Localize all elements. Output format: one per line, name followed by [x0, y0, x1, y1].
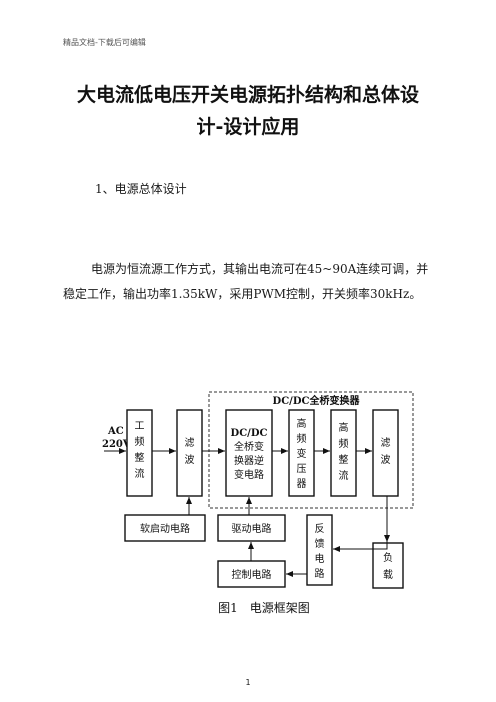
figure-caption: 图1 电源框架图 — [218, 601, 310, 615]
group-label: DC/DC全桥变换器 — [273, 394, 361, 407]
svg-text:滤: 滤 — [381, 436, 391, 449]
svg-text:波: 波 — [185, 453, 195, 466]
body-paragraph-text: 电源为恒流源工作方式，其输出电流可在45~90A连续可调，并稳定工作，输出功率1… — [63, 262, 429, 301]
svg-text:频: 频 — [297, 432, 307, 445]
title-line-2: 计-设计应用 — [196, 116, 300, 138]
svg-text:路: 路 — [315, 567, 325, 580]
svg-text:流: 流 — [135, 467, 145, 480]
soft-start-block: 软启动电路 — [124, 514, 206, 542]
rectifier-block: 工 频 整 流 — [126, 409, 153, 497]
svg-text:滤: 滤 — [185, 436, 195, 449]
svg-text:变: 变 — [297, 447, 307, 460]
svg-text:电: 电 — [315, 552, 325, 565]
svg-text:负: 负 — [383, 551, 393, 564]
svg-text:流: 流 — [339, 469, 349, 482]
drive-block: 驱动电路 — [217, 514, 286, 542]
svg-text:波: 波 — [381, 453, 391, 466]
page-number: 1 — [245, 678, 251, 687]
svg-text:反: 反 — [315, 523, 325, 535]
hf-rectifier-block: 高 频 整 流 — [330, 409, 357, 497]
input-label-ac: AC — [107, 426, 124, 437]
header-note: 精品文档-下载后可编辑 — [63, 38, 146, 47]
section-heading: 1、电源总体设计 — [95, 182, 187, 196]
title-line-1: 大电流低电压开关电源拓扑结构和总体设 — [76, 84, 419, 106]
svg-text:换器逆: 换器逆 — [234, 454, 264, 467]
feedback-block: 反 馈 电 路 — [306, 514, 333, 586]
svg-text:高: 高 — [339, 421, 349, 434]
svg-text:全桥变: 全桥变 — [234, 440, 264, 453]
filter-block-2: 滤 波 — [372, 409, 399, 497]
filter-block-1: 滤 波 — [176, 409, 203, 497]
svg-text:变电路: 变电路 — [234, 468, 264, 481]
transformer-block: 高 频 变 压 器 — [288, 409, 315, 497]
svg-text:高: 高 — [297, 417, 307, 430]
svg-text:频: 频 — [135, 435, 145, 448]
svg-text:馈: 馈 — [315, 537, 325, 550]
svg-text:压: 压 — [297, 463, 307, 475]
svg-text:软启动电路: 软启动电路 — [140, 522, 190, 535]
svg-text:驱动电路: 驱动电路 — [232, 522, 272, 535]
svg-text:载: 载 — [383, 569, 393, 581]
load-block: 负 载 — [372, 542, 404, 589]
svg-text:器: 器 — [297, 478, 307, 490]
dc-dc-converter-group — [208, 391, 414, 509]
control-block: 控制电路 — [217, 560, 286, 588]
svg-text:整: 整 — [339, 453, 349, 466]
svg-text:工: 工 — [135, 421, 145, 432]
body-paragraph: 电源为恒流源工作方式，其输出电流可在45~90A连续可调，并稳定工作，输出功率1… — [63, 257, 433, 307]
svg-text:频: 频 — [339, 437, 349, 450]
inverter-block: DC/DC 全桥变 换器逆 变电路 — [225, 409, 273, 497]
svg-text:DC/DC: DC/DC — [231, 428, 268, 439]
input-label-voltage: 220V — [102, 439, 131, 450]
svg-text:控制电路: 控制电路 — [232, 568, 272, 581]
svg-text:整: 整 — [135, 451, 145, 464]
